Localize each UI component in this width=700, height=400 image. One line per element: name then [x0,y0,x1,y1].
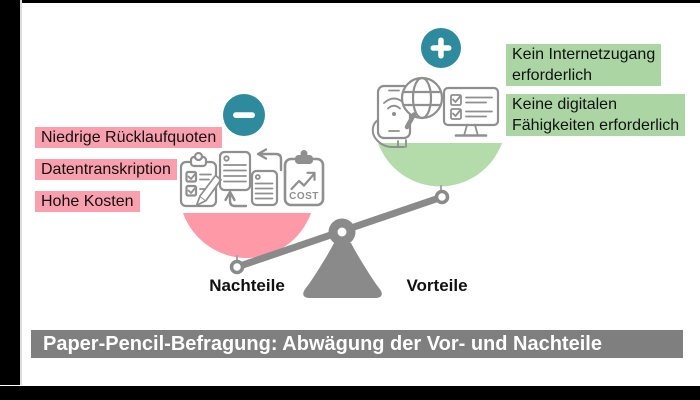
cost-clipboard-icon: COST [283,150,325,207]
positive-item-line: Kein Internetzugang [506,44,662,65]
left-border-bar [0,0,20,385]
plus-icon [421,28,461,68]
minus-icon [223,94,265,136]
positive-item-line: Keine digitalen [506,94,686,115]
title-banner: Paper-Pencil-Befragung: Abwägung der Vor… [31,330,683,358]
positive-item-line: Fähigkeiten erforderlich [506,115,686,136]
positive-item: Keine digitalen Fähigkeiten erforderlich [506,94,686,136]
fulcrum-base [303,243,382,298]
monitor-checklist-icon [442,86,500,137]
left-edge-divider [20,0,22,385]
data-transfer-documents-icon [218,148,283,208]
checklist-pencil-icon [179,151,222,208]
negative-item: Hohe Kosten [35,191,140,212]
positive-pan [378,143,502,187]
cost-icon-label: COST [289,191,319,202]
phone-globe-internet-icon [371,76,444,148]
negative-item: Datentranskription [35,159,177,180]
bottom-border-bar [0,386,700,400]
positive-pan-label: Vorteile [406,276,468,295]
negative-item: Niedrige Rücklaufquoten [35,127,223,148]
negative-pan [183,213,311,259]
negative-beam-pivot [229,259,245,275]
top-border-bar [0,0,700,3]
negative-pan-label: Nachteile [209,276,285,295]
fulcrum-hub-hole [337,227,347,237]
positive-beam-pivot [434,189,450,205]
positive-item: Kein Internetzugang erforderlich [506,44,662,86]
positive-item-line: erforderlich [506,65,662,86]
